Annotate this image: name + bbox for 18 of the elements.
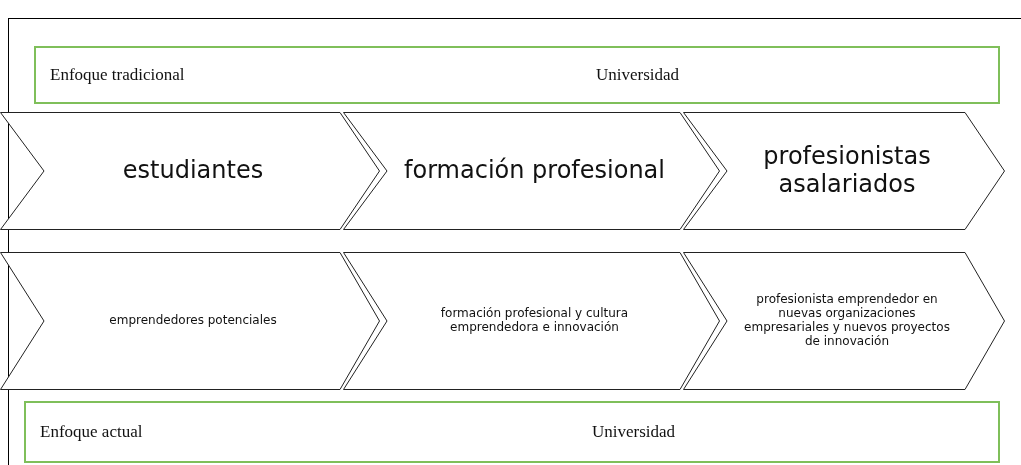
step-label: estudiantes — [121, 155, 265, 187]
chevron-step — [683, 252, 1005, 390]
section-label: Universidad — [592, 422, 676, 442]
section-band — [34, 46, 1000, 104]
chevron-step — [0, 252, 380, 390]
chevron-step — [343, 252, 720, 390]
step-label: formación profesional — [403, 155, 666, 187]
section-label: Enfoque actual — [40, 422, 143, 442]
step-label: emprendedores potenciales — [108, 312, 278, 330]
step-label: profesionistas asalariados — [762, 141, 932, 200]
step-label: profesionista emprendedor en nuevas organizaciones empresariales y nuevos proyectos de innovación — [743, 291, 951, 350]
chevron-step — [343, 112, 720, 230]
section-label: Enfoque tradicional — [50, 65, 185, 85]
chevron-step — [0, 112, 380, 230]
chevron-step — [683, 112, 1005, 230]
step-label: formación profesional y cultura emprendedora e innovación — [439, 305, 630, 336]
section-band — [24, 401, 1000, 463]
section-label: Universidad — [596, 65, 680, 85]
